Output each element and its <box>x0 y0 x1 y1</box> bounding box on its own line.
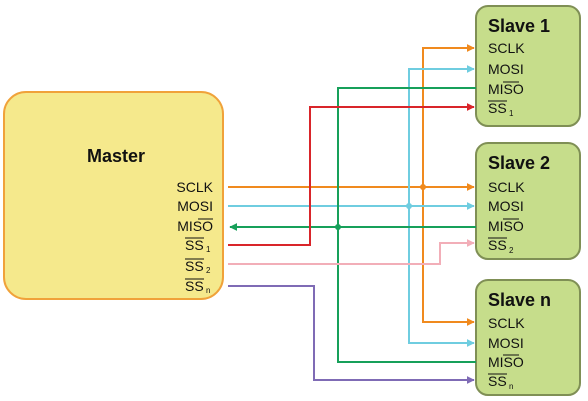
miso-junction <box>335 224 341 230</box>
ssn-line <box>228 285 475 384</box>
slave2-box <box>475 142 581 260</box>
slave2-ss-sub: 2 <box>509 246 514 255</box>
master-mosi-label: MOSI <box>177 198 213 214</box>
sclk-junction <box>420 184 426 190</box>
master-ss2-label: SS <box>185 258 204 274</box>
slave1-title: Slave 1 <box>488 16 550 36</box>
slave1-mosi-label: MOSI <box>488 61 524 77</box>
slave1-miso-label: MISO <box>488 81 524 97</box>
slaven-ss-sub: n <box>509 382 513 391</box>
slave2-mosi-label: MOSI <box>488 198 524 214</box>
slaven-mosi-label: MOSI <box>488 335 524 351</box>
mosi-junction <box>406 203 412 209</box>
master-sclk-label: SCLK <box>176 179 213 195</box>
ss1-line <box>228 103 475 246</box>
sclk-lines <box>228 44 475 326</box>
master-miso-label: MISO <box>177 218 213 234</box>
slave2-title: Slave 2 <box>488 153 550 173</box>
master-ss2-sub: 2 <box>206 266 211 275</box>
mosi-lines <box>228 65 475 347</box>
ss2-line <box>228 239 475 265</box>
master-ssn-label: SS <box>185 278 204 294</box>
slaven-title: Slave n <box>488 290 551 310</box>
slave1-sclk-label: SCLK <box>488 40 525 56</box>
slaven-miso-label: MISO <box>488 354 524 370</box>
slave2-sclk-label: SCLK <box>488 179 525 195</box>
miso-lines <box>229 87 476 363</box>
slave1-ss-label: SS <box>488 100 507 116</box>
master-ss1-sub: 1 <box>206 245 211 254</box>
slave1-ss-sub: 1 <box>509 109 514 118</box>
master-ss1-label: SS <box>185 237 204 253</box>
slaven-ss-label: SS <box>488 373 507 389</box>
slave2-ss-label: SS <box>488 237 507 253</box>
master-title: Master <box>87 146 145 166</box>
slave2-miso-label: MISO <box>488 218 524 234</box>
master-ssn-sub: n <box>206 286 210 295</box>
slave1-box <box>475 5 581 127</box>
master-box <box>3 91 224 300</box>
slaven-box <box>475 279 581 396</box>
slaven-sclk-label: SCLK <box>488 315 525 331</box>
